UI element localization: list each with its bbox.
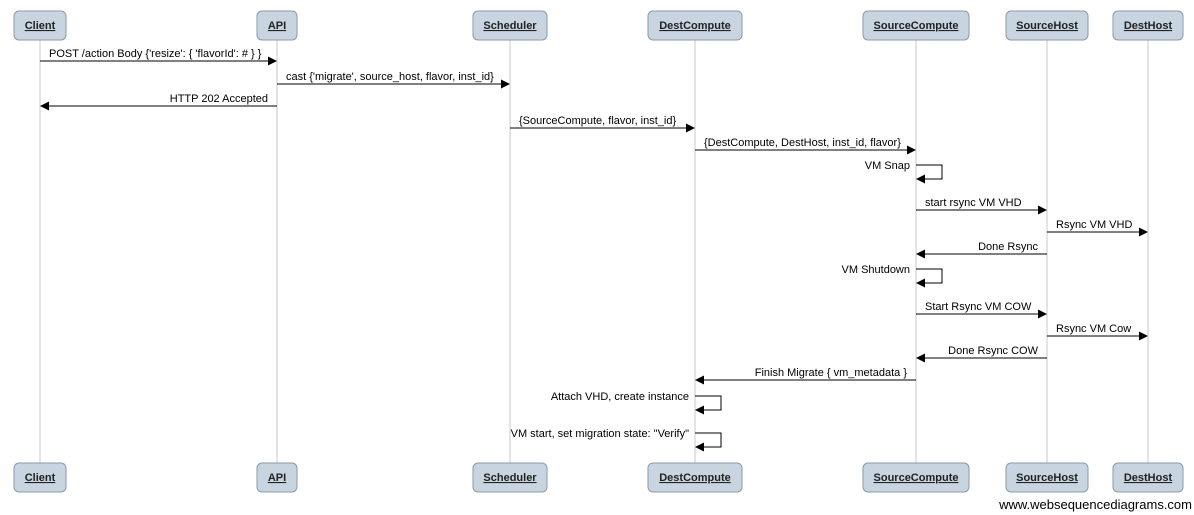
message-label: {SourceCompute, flavor, inst_id}	[519, 115, 676, 127]
participant-api-top: API	[256, 10, 298, 41]
message-2: cast {'migrate', source_host, flavor, in…	[277, 71, 510, 89]
message-16: VM start, set migration state: "Verify"	[511, 428, 722, 452]
message-label: VM Snap	[865, 160, 910, 172]
message-9: Done Rsync	[916, 241, 1047, 259]
message-label: cast {'migrate', source_host, flavor, in…	[286, 71, 494, 83]
participant-destcompute-top: DestCompute	[647, 10, 743, 41]
message-15: Attach VHD, create instance	[551, 391, 722, 415]
message-7: start rsync VM VHD	[916, 197, 1047, 215]
message-label: VM Shutdown	[842, 264, 910, 276]
participant-sourcehost-top: SourceHost	[1005, 10, 1089, 41]
message-label: Attach VHD, create instance	[551, 391, 689, 403]
participant-label: SourceCompute	[874, 472, 959, 484]
participant-desthost-bottom: DestHost	[1112, 462, 1184, 493]
message-11: Start Rsync VM COW	[916, 301, 1047, 319]
participant-label: API	[268, 20, 286, 32]
message-label: start rsync VM VHD	[925, 197, 1022, 209]
participant-label: SourceHost	[1016, 472, 1078, 484]
participant-label: DestHost	[1124, 472, 1173, 484]
message-10: VM Shutdown	[842, 264, 943, 288]
message-14: Finish Migrate { vm_metadata }	[695, 367, 916, 385]
message-label: Finish Migrate { vm_metadata }	[755, 367, 908, 379]
participant-label: SourceHost	[1016, 20, 1078, 32]
message-label: VM start, set migration state: "Verify"	[511, 428, 689, 440]
participant-scheduler-top: Scheduler	[472, 10, 548, 41]
participant-desthost-top: DestHost	[1112, 10, 1184, 41]
participant-label: Client	[25, 472, 56, 484]
participant-label: DestCompute	[659, 20, 731, 32]
message-label: Start Rsync VM COW	[925, 301, 1032, 313]
participant-label: Client	[25, 20, 56, 32]
message-1: POST /action Body {'resize': { 'flavorId…	[40, 48, 277, 66]
participant-label: Scheduler	[483, 20, 537, 32]
message-label: Rsync VM Cow	[1056, 323, 1131, 335]
message-label: POST /action Body {'resize': { 'flavorId…	[49, 48, 262, 60]
message-label: {DestCompute, DestHost, inst_id, flavor}	[704, 137, 901, 149]
participant-label: DestHost	[1124, 20, 1173, 32]
participant-label: Scheduler	[483, 472, 537, 484]
message-label: Done Rsync COW	[948, 345, 1038, 357]
message-label: Done Rsync	[978, 241, 1038, 253]
message-label: Rsync VM VHD	[1056, 219, 1132, 231]
message-13: Done Rsync COW	[916, 345, 1047, 363]
message-3: HTTP 202 Accepted	[40, 93, 277, 111]
message-8: Rsync VM VHD	[1047, 219, 1148, 237]
participant-api-bottom: API	[256, 462, 298, 493]
message-12: Rsync VM Cow	[1047, 323, 1148, 341]
participant-sourcehost-bottom: SourceHost	[1005, 462, 1089, 493]
participant-client-bottom: Client	[13, 462, 67, 493]
message-5: {DestCompute, DestHost, inst_id, flavor}	[695, 137, 916, 155]
participant-destcompute-bottom: DestCompute	[647, 462, 743, 493]
participant-sourcecompute-bottom: SourceCompute	[862, 462, 970, 493]
participant-label: DestCompute	[659, 472, 731, 484]
message-6: VM Snap	[865, 160, 943, 184]
participant-label: SourceCompute	[874, 20, 959, 32]
watermark-text: www.websequencediagrams.com	[999, 497, 1192, 512]
participant-label: API	[268, 472, 286, 484]
participant-client-top: Client	[13, 10, 67, 41]
message-label: HTTP 202 Accepted	[170, 93, 268, 105]
participant-scheduler-bottom: Scheduler	[472, 462, 548, 493]
participant-sourcecompute-top: SourceCompute	[862, 10, 970, 41]
message-4: {SourceCompute, flavor, inst_id}	[510, 115, 695, 133]
